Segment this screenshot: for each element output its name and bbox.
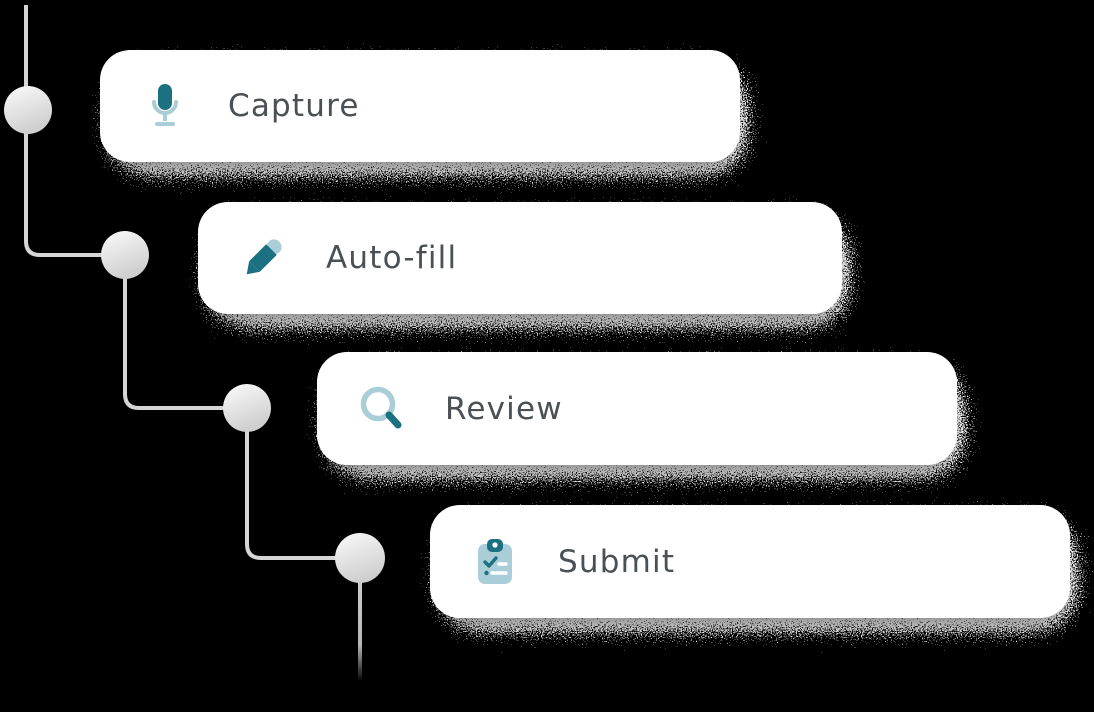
step-card-submit: Submit [430, 505, 1070, 618]
step-label: Auto-fill [326, 240, 458, 276]
step-card-capture: Capture [100, 50, 740, 162]
timeline-node-4 [335, 533, 385, 583]
step-label: Submit [558, 543, 676, 580]
connector-line-3 [245, 408, 360, 560]
pencil-icon [240, 234, 286, 282]
connector-line-2 [123, 255, 247, 410]
step-card-review: Review [317, 352, 957, 465]
timeline-nodes [4, 86, 385, 583]
timeline-node-2 [101, 231, 149, 279]
step-card-auto-fill: Auto-fill [198, 202, 842, 314]
step-label: Review [445, 390, 563, 427]
timeline-node-1 [4, 86, 52, 134]
microphone-icon [142, 82, 188, 130]
connector-line-1 [24, 5, 125, 257]
clipboard-check-icon [472, 538, 518, 586]
timeline-node-3 [223, 384, 271, 432]
magnifier-icon [359, 385, 405, 433]
step-label: Capture [228, 88, 360, 124]
